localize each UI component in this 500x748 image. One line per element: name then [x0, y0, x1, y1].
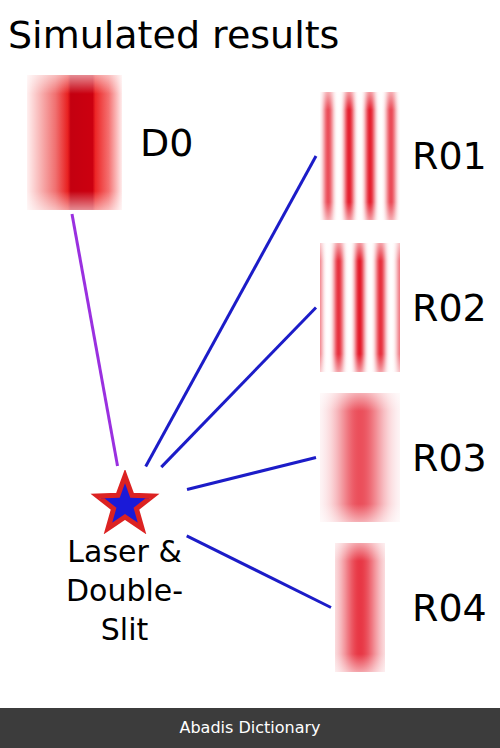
title-holder: Simulated results — [8, 12, 339, 58]
detector-label: R02 — [412, 285, 487, 331]
pattern-fill — [27, 75, 122, 210]
source-label: Laser & Double-Slit — [66, 532, 183, 649]
beam-line — [187, 458, 316, 490]
interference-pattern — [320, 393, 400, 522]
detector-node: D0 — [27, 75, 193, 210]
title: Simulated results — [8, 12, 339, 58]
footer-bar: Abadis Dictionary — [0, 708, 500, 748]
star-shape — [97, 476, 152, 528]
interference-pattern — [320, 243, 400, 372]
interference-pattern — [335, 543, 385, 672]
detector-node: R03 — [320, 393, 487, 522]
source-node: Laser & Double-Slit — [66, 470, 183, 649]
star-symbol — [87, 470, 163, 534]
pattern-fill — [320, 92, 400, 220]
beam-line — [161, 308, 316, 468]
pattern-fill — [320, 243, 400, 372]
beam-line — [187, 536, 331, 608]
interference-pattern — [27, 75, 122, 210]
detector-node: R04 — [335, 543, 487, 672]
watermark: Abadis Dictionary — [0, 708, 500, 748]
pattern-fill — [320, 393, 400, 522]
detector-label: R04 — [412, 585, 487, 631]
detector-label: R03 — [412, 435, 487, 481]
pattern-fade — [320, 92, 400, 220]
detector-label: R01 — [412, 133, 487, 179]
pattern-fade — [27, 75, 122, 210]
pattern-fill — [335, 543, 385, 672]
beam-line — [72, 214, 118, 466]
pattern-fade — [335, 543, 385, 672]
interference-pattern — [320, 92, 400, 220]
detector-label: D0 — [140, 120, 193, 166]
detector-node: R02 — [320, 243, 487, 372]
beam-line — [146, 156, 316, 466]
detector-node: R01 — [320, 92, 487, 220]
pattern-fade — [320, 393, 400, 522]
pattern-fade — [320, 243, 400, 372]
